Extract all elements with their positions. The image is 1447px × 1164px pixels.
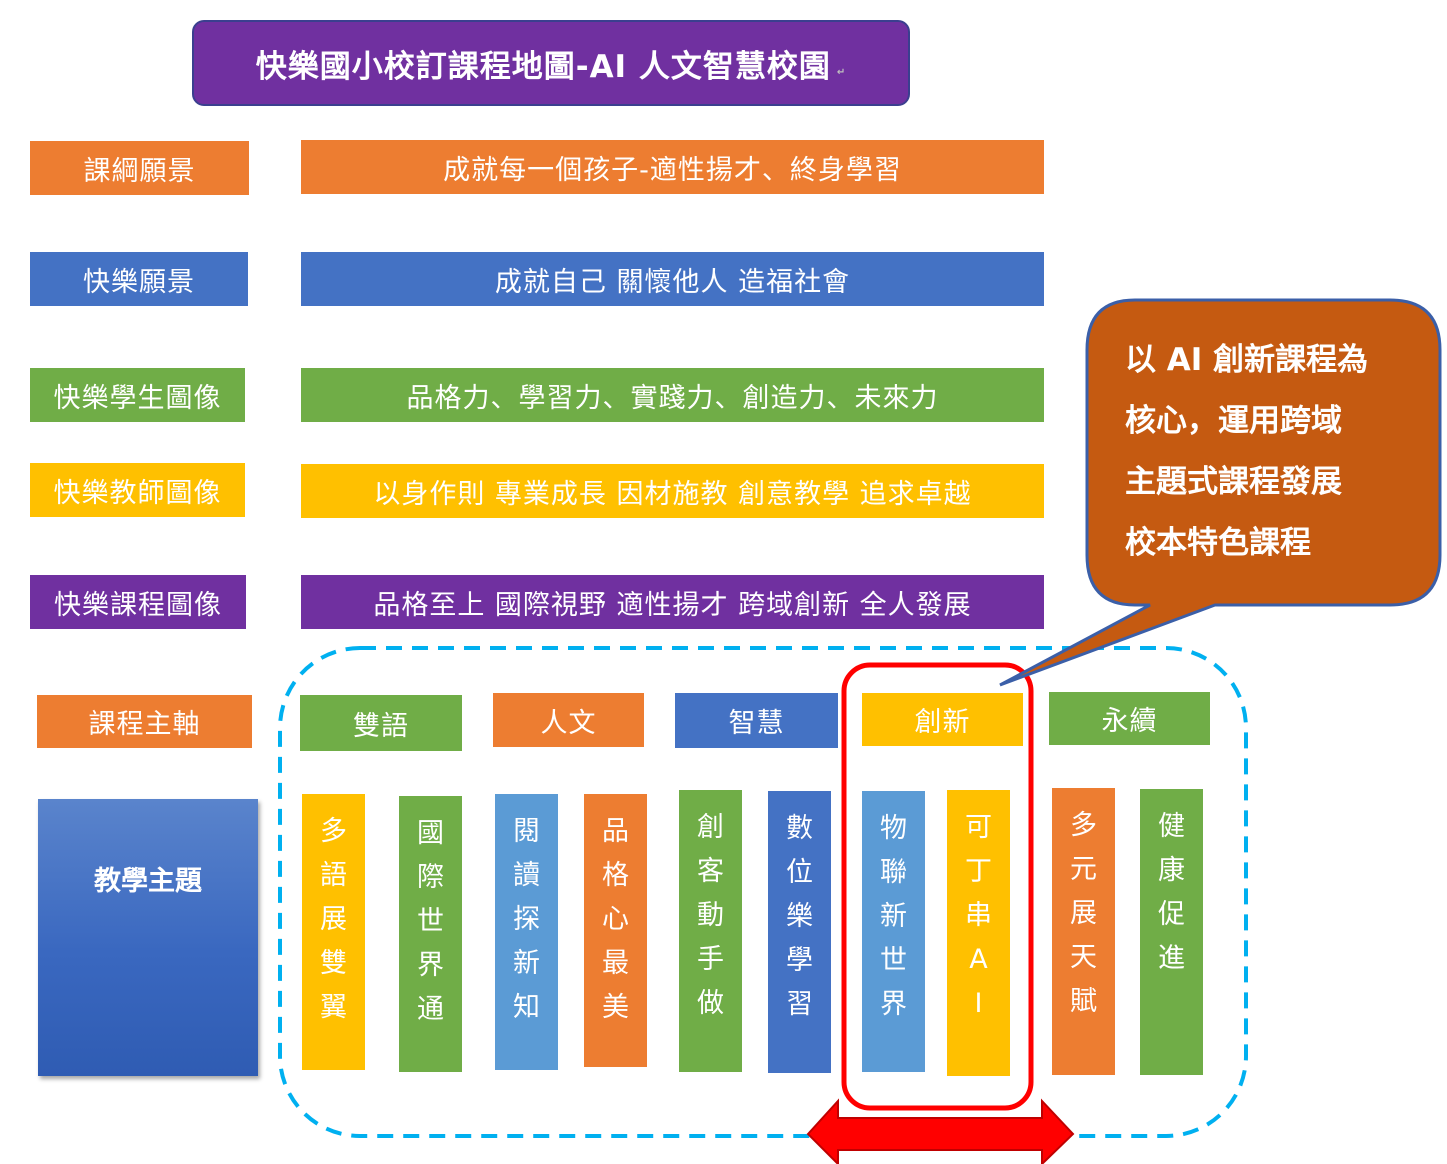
theme-column: 創 客 動 手 做 <box>679 790 742 1072</box>
theme-char: 界 <box>880 989 907 1020</box>
callout-line: 校本特色課程 <box>1125 525 1311 561</box>
innovation-highlight-frame <box>841 662 1034 1111</box>
row-label-course-image: 快樂課程圖像 <box>30 575 246 629</box>
theme-char: 促 <box>1158 899 1185 930</box>
theme-char: 康 <box>1158 855 1185 886</box>
theme-char: 多 <box>1070 810 1097 841</box>
theme-column: 多 元 展 天 賦 <box>1052 788 1115 1075</box>
row-label-school-vision: 快樂願景 <box>30 252 248 306</box>
theme-char: 讀 <box>513 860 540 891</box>
row-content-student-image: 品格力、學習力、實踐力、創造力、未來力 <box>301 368 1044 422</box>
theme-char: 聯 <box>880 857 907 888</box>
theme-char: 串 <box>965 900 992 931</box>
theme-char: 際 <box>417 862 444 893</box>
theme-column: 閱 讀 探 新 知 <box>495 794 558 1070</box>
row-content-course-image: 品格至上 國際視野 適性揚才 跨域創新 全人發展 <box>301 575 1044 629</box>
callout-text: 以 AI 創新課程為 核心，運用跨域 主題式課程發展 校本特色課程 <box>1125 330 1425 574</box>
theme-char: 賦 <box>1070 986 1097 1017</box>
callout-bubble <box>999 298 1442 687</box>
theme-char: 物 <box>880 813 907 844</box>
theme-column: 品 格 心 最 美 <box>584 794 647 1067</box>
theme-char: 多 <box>320 816 347 847</box>
theme-char: 學 <box>786 945 813 976</box>
theme-char: 新 <box>513 948 540 979</box>
axis-label: 課程主軸 <box>37 695 252 748</box>
theme-char: 國 <box>417 818 444 849</box>
row-content-curriculum-vision: 成就每一個孩子-適性揚才、終身學習 <box>301 140 1044 194</box>
theme-char: 做 <box>697 988 724 1019</box>
theme-char: 格 <box>602 860 629 891</box>
row-label-teacher-image: 快樂教師圖像 <box>30 463 245 517</box>
theme-column: 數 位 樂 學 習 <box>768 791 831 1073</box>
theme-char: 展 <box>320 904 347 935</box>
theme-char: I <box>974 988 983 1019</box>
row-content-teacher-image: 以身作則 專業成長 因材施教 創意教學 追求卓越 <box>301 464 1044 518</box>
row-content-school-vision: 成就自己 關懷他人 造福社會 <box>301 252 1044 306</box>
theme-column: 健 康 促 進 <box>1140 789 1203 1075</box>
theme-char: 展 <box>1070 898 1097 929</box>
theme-char: A <box>969 944 988 975</box>
theme-char: 語 <box>320 860 347 891</box>
theme-char: 翼 <box>320 992 347 1023</box>
theme-char: 通 <box>417 994 444 1025</box>
theme-column: 多 語 展 雙 翼 <box>302 794 365 1070</box>
theme-char: 探 <box>513 904 540 935</box>
theme-char: 雙 <box>320 948 347 979</box>
theme-char: 丁 <box>965 856 992 887</box>
theme-char: 元 <box>1070 854 1097 885</box>
theme-char: 樂 <box>786 901 813 932</box>
row-label-student-image: 快樂學生圖像 <box>30 368 245 422</box>
map-title-text: 快樂國小校訂課程地圖-AI 人文智慧校園 <box>255 48 831 85</box>
theme-char: 習 <box>786 989 813 1020</box>
theme-char: 手 <box>697 944 724 975</box>
theme-char: 可 <box>965 812 992 843</box>
theme-char: 健 <box>1158 811 1185 842</box>
teaching-theme-block: 教學主題 <box>38 799 258 1076</box>
theme-char: 美 <box>602 992 629 1023</box>
theme-char: 心 <box>602 904 629 935</box>
callout-line: 核心，運用跨域 <box>1125 403 1342 439</box>
theme-char: 進 <box>1158 943 1185 974</box>
theme-char: 最 <box>602 948 629 979</box>
theme-char: 創 <box>697 812 724 843</box>
callout-line: 主題式課程發展 <box>1125 464 1342 500</box>
axis-humanities: 人文 <box>493 693 644 747</box>
theme-char: 位 <box>786 857 813 888</box>
theme-char: 界 <box>417 950 444 981</box>
axis-innovation: 創新 <box>862 693 1023 746</box>
map-title: 快樂國小校訂課程地圖-AI 人文智慧校園 ↵ <box>192 20 910 106</box>
theme-column: 物 聯 新 世 界 <box>862 791 925 1072</box>
theme-char: 知 <box>513 992 540 1023</box>
theme-char: 品 <box>602 816 629 847</box>
theme-column: 可 丁 串 A I <box>947 790 1010 1076</box>
theme-char: 閱 <box>513 816 540 847</box>
theme-char: 客 <box>697 856 724 887</box>
axis-bilingual: 雙語 <box>300 695 462 751</box>
theme-char: 世 <box>880 945 907 976</box>
callout-line: 以 AI 創新課程為 <box>1125 342 1369 378</box>
theme-char: 世 <box>417 906 444 937</box>
row-label-curriculum-vision: 課綱願景 <box>30 141 249 195</box>
theme-char: 新 <box>880 901 907 932</box>
theme-char: 天 <box>1070 942 1097 973</box>
theme-char: 數 <box>786 813 813 844</box>
teaching-theme-label: 教學主題 <box>94 866 202 897</box>
theme-char: 動 <box>697 900 724 931</box>
double-arrow-icon <box>806 1098 1075 1164</box>
theme-column: 國 際 世 界 通 <box>399 796 462 1072</box>
paragraph-mark-icon: ↵ <box>836 67 847 78</box>
axis-sustainability: 永續 <box>1049 692 1210 745</box>
axis-wisdom: 智慧 <box>675 693 838 748</box>
